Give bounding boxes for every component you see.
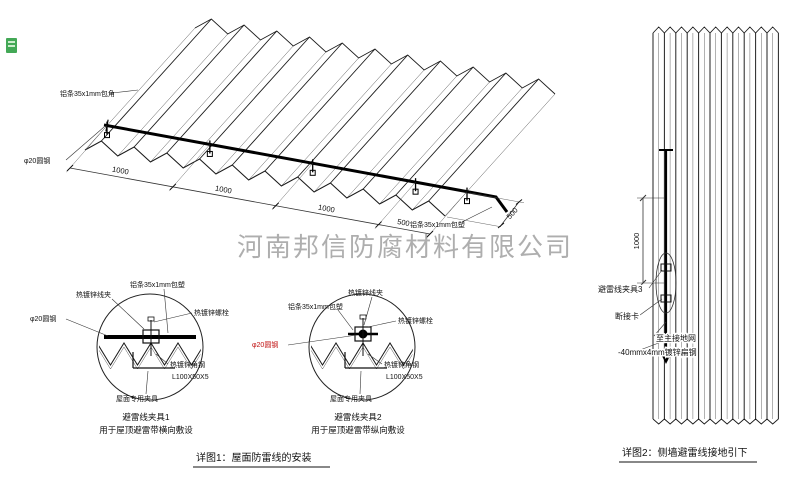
detail-2-subtitle: 用于屋顶避雷带纵向敷设: [311, 425, 405, 435]
detail-1-subtitle: 用于屋顶避雷带横向敷设: [99, 425, 193, 435]
detail-1-label-wire-clamp: 热镀锌线夹: [76, 290, 111, 299]
stamp-icon: [6, 38, 17, 53]
detail-circle-2: 热镀锌线夹 铝条35x1mm包塑 热镀锌螺栓 φ20圆钢 热镀锌角钢 L100X…: [252, 288, 433, 435]
dim-bottom-2: 1000: [214, 184, 232, 196]
detail-1-section: [99, 316, 201, 370]
wall-label-galvanized-flat-steel: -40mmx4mm镀锌扁钢: [618, 347, 697, 357]
detail-1-leader-lines: [65, 288, 193, 395]
wall-label-to-main-grounding: 至主接地网: [656, 333, 696, 343]
detail-2-label-angle: 热镀锌角钢: [384, 360, 419, 369]
detail-2-label-bolt: 热镀锌螺栓: [398, 316, 433, 325]
wall-elevation-view: 1000 避雷线夹具3 断接卡 至主接地网 -40mmx4mm镀锌扁钢 详图2：…: [597, 26, 779, 463]
company-watermark: 河南邦信防腐材料有限公司: [237, 233, 573, 262]
wall-conductor-arrow-down: [662, 356, 670, 364]
detail-2-section: [311, 314, 413, 370]
detail-circle-1: 热镀锌线夹 铝条35x1mm包塑 热镀锌螺栓 φ20圆钢 热镀锌角钢 L100X…: [30, 280, 229, 435]
caption-detail-1: 详图1：屋面防雷线的安装: [196, 451, 312, 464]
detail-2-bubble: [308, 293, 416, 401]
detail-2-label-strip: 铝条35x1mm包塑: [288, 302, 343, 311]
dim-bottom-3: 1000: [317, 203, 335, 215]
detail-2-label-angle-spec: L100X50X5: [386, 374, 423, 381]
detail-1-label-angle: 热镀锌角钢: [170, 360, 205, 369]
detail-1-label-strip: 铝条35x1mm包塑: [130, 280, 185, 289]
roof-bottom-dimension-lines: [66, 125, 468, 239]
detail-2-leader-lines: [287, 296, 397, 395]
roof-label-aluminium-strip-corner: 铝条35x1mm包角: [60, 89, 115, 98]
roof-right-dimension-lines: [446, 192, 525, 229]
dim-bottom-1: 1000: [111, 165, 129, 177]
wall-clamp-upper: [660, 263, 672, 272]
dim-bottom-4: 500: [396, 217, 410, 228]
detail-1-bubble: [96, 293, 204, 401]
roof-corrugation-lines: [84, 18, 556, 217]
roof-isometric-view: 铝条35x1mm包角 φ20圆钢 铝条35x1mm包塑 1000 1000 10…: [24, 18, 556, 468]
wall-label-disconnect-card: 断接卡: [615, 311, 639, 321]
wall-dimension-lines: [637, 194, 664, 287]
detail-2-title: 避雷线夹具2: [334, 412, 382, 422]
detail-1-label-rod: φ20圆钢: [30, 314, 56, 323]
wall-dim-1000: 1000: [632, 233, 641, 250]
caption-detail-2: 详图2：侧墙避雷线接地引下: [622, 446, 748, 459]
wall-corrugation-lines: [652, 26, 779, 425]
roof-leader-lines: [65, 89, 493, 223]
dim-right-500: 500: [505, 206, 520, 221]
detail-2-label-roof-clamp: 屋面专用夹具: [330, 394, 372, 403]
lightning-conductor-line: [103, 119, 509, 213]
detail-2-label-wire-clamp: 热镀锌线夹: [348, 288, 383, 297]
wall-leader-lines: [639, 269, 667, 351]
detail-1-label-angle-spec: L100X50X5: [172, 374, 209, 381]
detail-2-label-rod: φ20圆钢: [252, 340, 278, 349]
detail-1-title: 避雷线夹具1: [122, 412, 170, 422]
wall-label-clamp-3: 避雷线夹具3: [598, 284, 643, 294]
wall-clamp-lower: [660, 294, 672, 303]
detail-1-label-bolt: 热镀锌螺栓: [194, 308, 229, 317]
roof-label-aluminium-strip-coated: 铝条35x1mm包塑: [410, 220, 465, 229]
detail-1-label-roof-clamp: 屋面专用夹具: [116, 394, 158, 403]
roof-label-round-steel: φ20圆钢: [24, 156, 50, 165]
